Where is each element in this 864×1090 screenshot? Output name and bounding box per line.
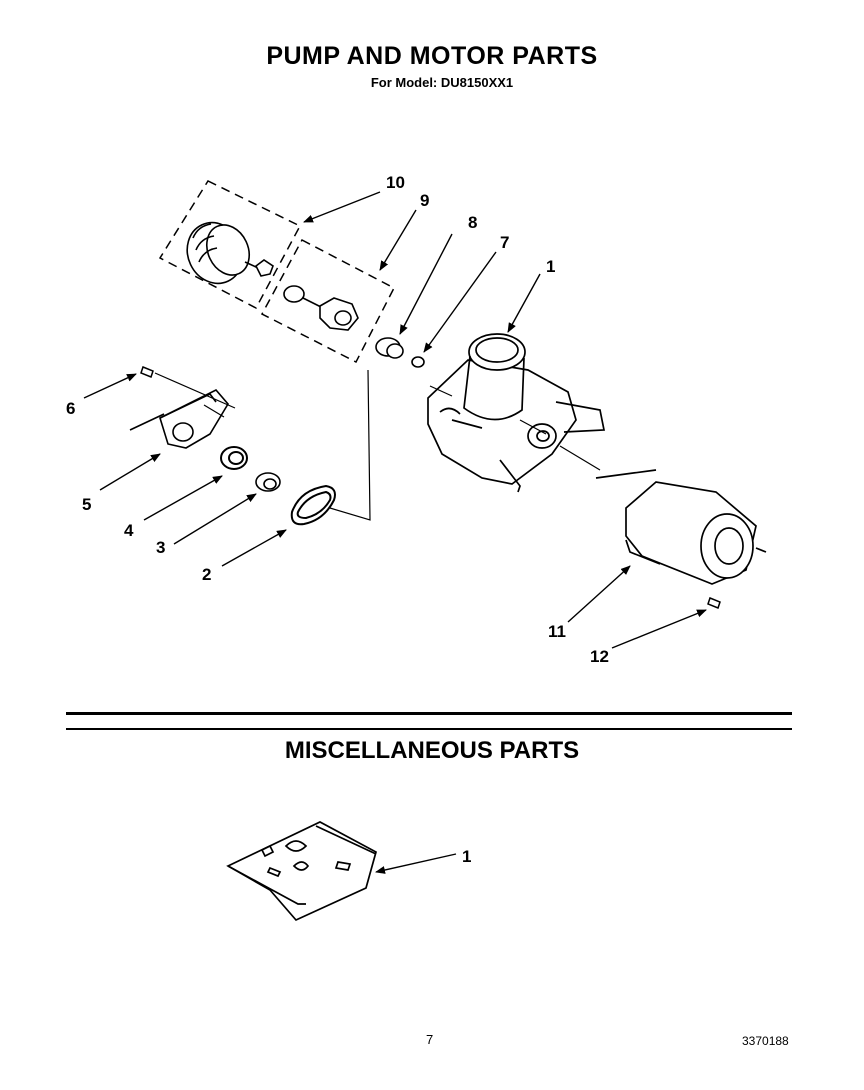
callout-1: 1 [546,257,555,276]
motor-part [595,469,767,585]
parts-bag [226,821,378,922]
model-subtitle: For Model: DU8150XX1 [370,75,514,90]
callout-9: 9 [420,191,429,210]
item-8-part [375,337,404,359]
document-number: 3370188 [742,1034,789,1048]
seal-part-3 [255,472,281,492]
assembly-9-box [260,238,396,364]
screw-part-12 [707,597,721,609]
callout-8: 8 [468,213,477,232]
page-number: 7 [426,1032,434,1047]
misc-section-title: MISCELLANEOUS PARTS [284,737,580,764]
impeller-part [283,285,359,331]
callout-11: 11 [548,622,566,641]
bearing-ring-part [220,446,248,470]
callout-4: 4 [124,521,134,540]
callout-numbers: 10 9 8 7 1 6 5 4 3 2 11 12 [66,173,609,666]
misc-callout-1: 1 [462,847,471,866]
callout-10: 10 [386,173,405,192]
callout-5: 5 [82,495,91,514]
gasket-part [290,484,336,526]
callout-6: 6 [66,399,75,418]
callout-3: 3 [156,538,165,557]
callout-leaders [83,191,707,649]
callout-7: 7 [500,233,509,252]
assembly-10-box [158,180,302,310]
cover-plate-part [129,389,229,449]
screw-part-6 [140,366,154,378]
page-title: PUMP AND MOTOR PARTS [266,42,598,70]
callout-2: 2 [202,565,211,584]
callout-12: 12 [590,647,609,666]
section-divider-top [66,712,792,715]
misc-callout-leader [375,853,457,874]
item-7-part [411,356,425,368]
seal-assembly-part [186,221,274,285]
assembly-axis-lines [154,369,601,521]
section-divider-bottom [66,728,792,730]
pump-housing-part [427,333,606,493]
